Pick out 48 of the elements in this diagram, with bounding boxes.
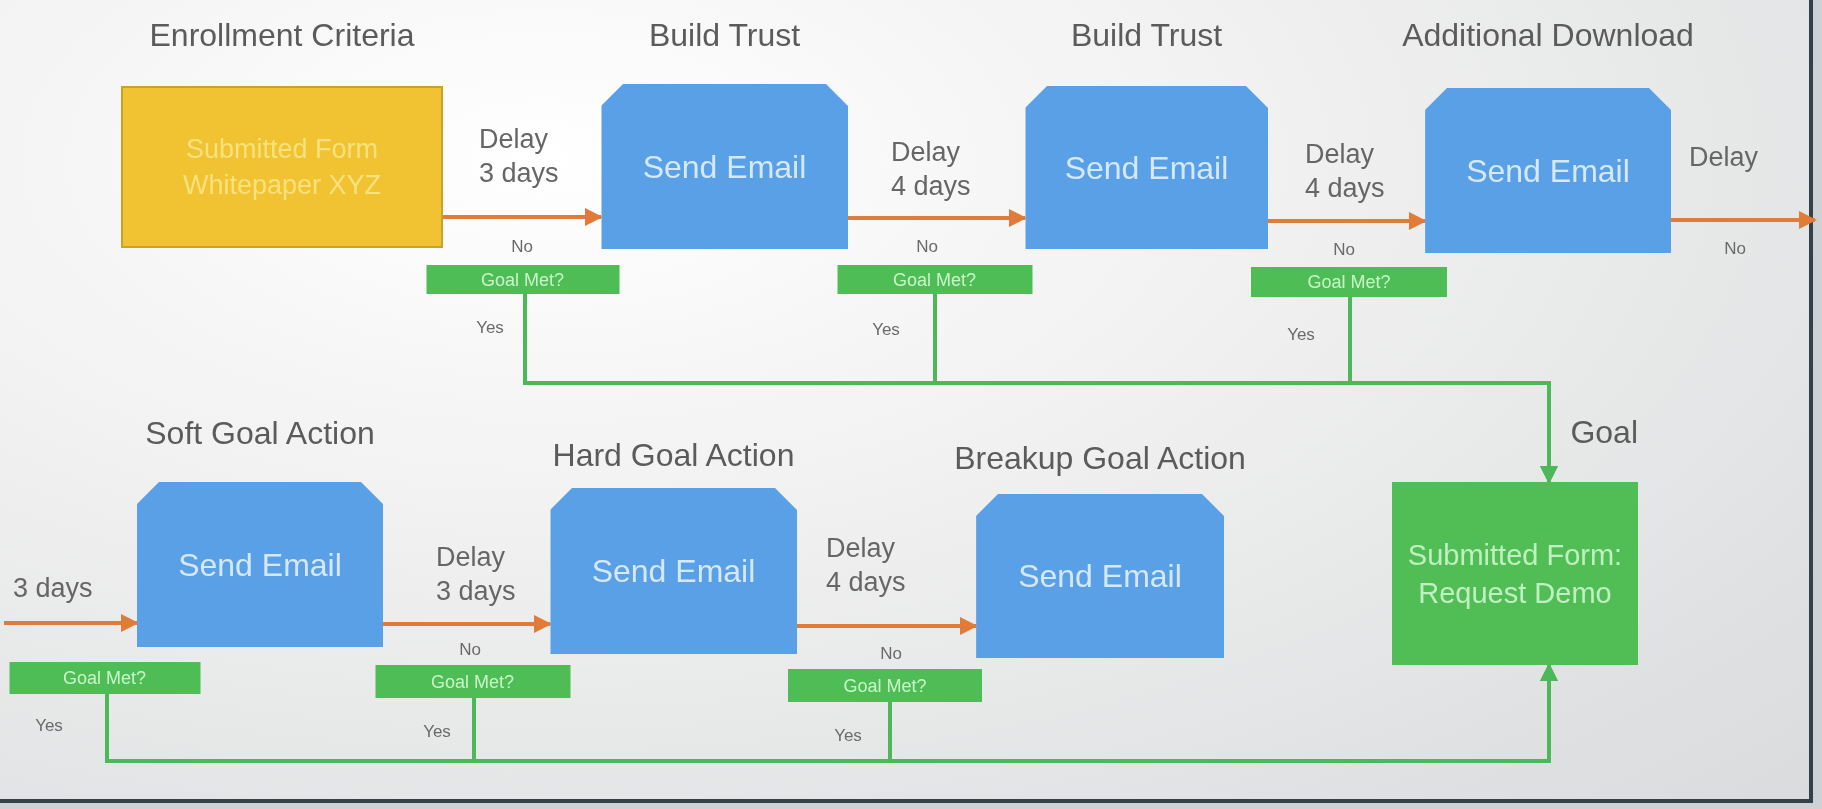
edge-label: Delay 3 days [436,541,517,608]
branch-label: No [1724,239,1746,259]
branch-label: No [511,237,533,257]
flow-arrow [4,614,139,632]
decision-text: Goal Met? [892,269,976,290]
edge-label: Delay 4 days [891,136,972,203]
step-text: Submitted Form Whitepaper XYZ [181,133,383,202]
step-heading: Soft Goal Action [145,414,375,453]
branch-label: No [880,644,902,664]
decision-text: Goal Met? [430,671,514,692]
branch-label: Yes [834,726,862,746]
step-heading: Enrollment Criteria [149,16,415,55]
step-text: Send Email [1466,151,1630,191]
edge-label: 3 days [13,572,94,605]
step-heading: Build Trust [648,16,801,55]
step-heading: Hard Goal Action [552,436,795,475]
flow-arrow [797,617,978,635]
branch-label: Yes [872,320,900,340]
decision-text: Goal Met? [480,269,564,290]
edge-label: Delay 4 days [826,532,907,599]
branch-label: Yes [476,318,504,338]
flow-arrow [1671,211,1817,229]
edge-label: Delay 4 days [1305,138,1386,205]
flow-arrow [1268,212,1427,230]
branch-label: No [916,237,938,257]
flow-arrow [443,208,603,226]
decision-text: Goal Met? [843,675,927,696]
branch-label: Yes [423,722,451,742]
step-text: Send Email [591,552,756,591]
branch-label: Yes [35,716,63,736]
step-text: Send Email [178,545,342,585]
branch-label: No [1333,240,1355,260]
step-heading: Build Trust [1070,16,1223,55]
step-text: Send Email [642,147,807,187]
edge-label: Delay 3 days [479,123,560,190]
flow-arrow [848,209,1027,227]
flow-arrow [383,615,552,633]
edge-label: Delay [1689,141,1760,174]
step-heading: Goal [1570,413,1638,452]
step-text: Send Email [1064,148,1229,188]
branch-label: Yes [1287,325,1315,345]
step-text: Send Email [1018,557,1182,596]
step-heading: Breakup Goal Action [954,439,1246,478]
decision-text: Goal Met? [1307,272,1391,292]
decision-text: Goal Met? [62,668,146,688]
branch-label: No [459,640,481,660]
step-heading: Additional Download [1402,16,1694,55]
step-text: Submitted Form: Request Demo [1406,537,1624,611]
